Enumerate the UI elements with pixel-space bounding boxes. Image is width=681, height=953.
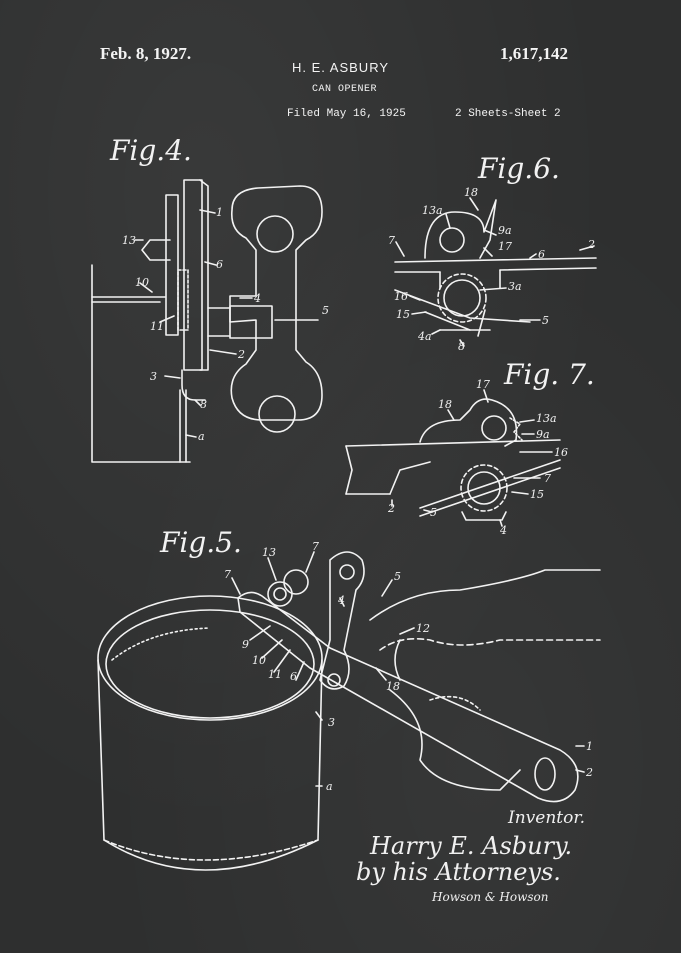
- inventor-signature: Harry E. Asbury.: [370, 832, 573, 860]
- fig4-ref-2: 2: [237, 348, 245, 361]
- fig7-ref-15: 15: [530, 488, 544, 501]
- fig6-ref-3a: 3a: [508, 280, 522, 293]
- inventor-header: H. E. ASBURY: [292, 60, 390, 75]
- patent-title: CAN OPENER: [312, 84, 378, 95]
- patent-date: Feb. 8, 1927.: [100, 44, 192, 63]
- fig4-ref-1: 1: [216, 206, 223, 219]
- fig6-ref-9a: 9a: [498, 224, 512, 237]
- fig7-ref-17: 17: [476, 378, 490, 391]
- sheet-info: 2 Sheets-Sheet 2: [455, 108, 561, 120]
- fig4-ref-3: 3: [150, 370, 157, 383]
- fig5-ref-3: 3: [328, 716, 335, 729]
- fig7-ref-16: 16: [554, 446, 568, 459]
- fig7-ref-7: 7: [544, 472, 551, 485]
- fig7-ref-13a: 13a: [536, 412, 557, 425]
- fig5-ref-6: 6: [290, 670, 297, 683]
- fig5-ref-11: 11: [268, 668, 282, 681]
- fig7-ref-5: 5: [430, 506, 437, 519]
- fig4-ref-11: 11: [150, 320, 164, 333]
- fig4-ref-4: 4: [253, 292, 261, 305]
- fig6-ref-8: 8: [458, 340, 465, 353]
- fig4-drawing: Fig.4. 1 13 6 10 11 4 5 2: [91, 134, 329, 463]
- fig6-ref-7: 7: [388, 234, 395, 247]
- fig5-ref-5: 5: [394, 570, 401, 583]
- attorney-firm-signature: Howson & Howson: [432, 890, 549, 904]
- fig4-ref-5: 5: [322, 304, 329, 317]
- inventor-label: Inventor.: [508, 808, 586, 828]
- fig6-ref-4a: 4a: [417, 330, 432, 343]
- fig7-ref-9a: 9a: [536, 428, 550, 441]
- fig5-drawing: Fig.5. 13 7 7 4 5 12 9 10: [97, 526, 601, 871]
- attorneys-line: by his Attorneys.: [356, 858, 561, 886]
- fig6-ref-18: 18: [464, 186, 478, 199]
- fig5-ref-a: a: [326, 780, 333, 793]
- fig6-ref-13a: 13a: [422, 204, 443, 217]
- fig4-ref-8: 8: [200, 398, 207, 411]
- fig5-ref-7-top: 7: [312, 540, 319, 553]
- filed-date: Filed May 16, 1925: [287, 108, 406, 120]
- fig6-ref-2: 2: [587, 238, 595, 251]
- fig5-ref-4: 4: [337, 594, 345, 607]
- fig7-ref-4: 4: [499, 524, 507, 537]
- fig4-ref-a: a: [198, 430, 205, 443]
- fig5-ref-2: 2: [585, 766, 593, 779]
- fig5-ref-7-left: 7: [224, 568, 231, 581]
- patent-number: 1,617,142: [500, 44, 568, 63]
- fig4-ref-13: 13: [122, 234, 136, 247]
- fig6-label: Fig.6.: [477, 152, 560, 185]
- fig5-ref-10: 10: [252, 654, 266, 667]
- fig6-ref-6: 6: [538, 248, 545, 261]
- fig4-ref-10: 10: [135, 276, 149, 289]
- fig7-drawing: Fig. 7. 17 18 13a 9a 16 7 15 2 5 4: [345, 358, 595, 537]
- fig4-label: Fig.4.: [109, 134, 192, 167]
- fig5-ref-18: 18: [386, 680, 400, 693]
- fig7-ref-18: 18: [438, 398, 452, 411]
- fig7-ref-2: 2: [387, 502, 395, 515]
- fig7-label: Fig. 7.: [503, 358, 595, 391]
- fig4-ref-6: 6: [216, 258, 223, 271]
- fig5-ref-12: 12: [416, 622, 430, 635]
- fig6-ref-17: 17: [498, 240, 512, 253]
- fig5-label: Fig.5.: [159, 526, 242, 559]
- fig5-ref-1: 1: [586, 740, 593, 753]
- fig6-drawing: Fig.6. 18 13a 9a 7 17 2 6 3a 16 15 5 4a …: [388, 152, 597, 353]
- fig5-ref-13: 13: [262, 546, 276, 559]
- fig6-ref-16: 16: [394, 290, 408, 303]
- fig5-ref-9: 9: [242, 638, 249, 651]
- fig6-ref-15: 15: [396, 308, 410, 321]
- fig6-ref-5: 5: [542, 314, 549, 327]
